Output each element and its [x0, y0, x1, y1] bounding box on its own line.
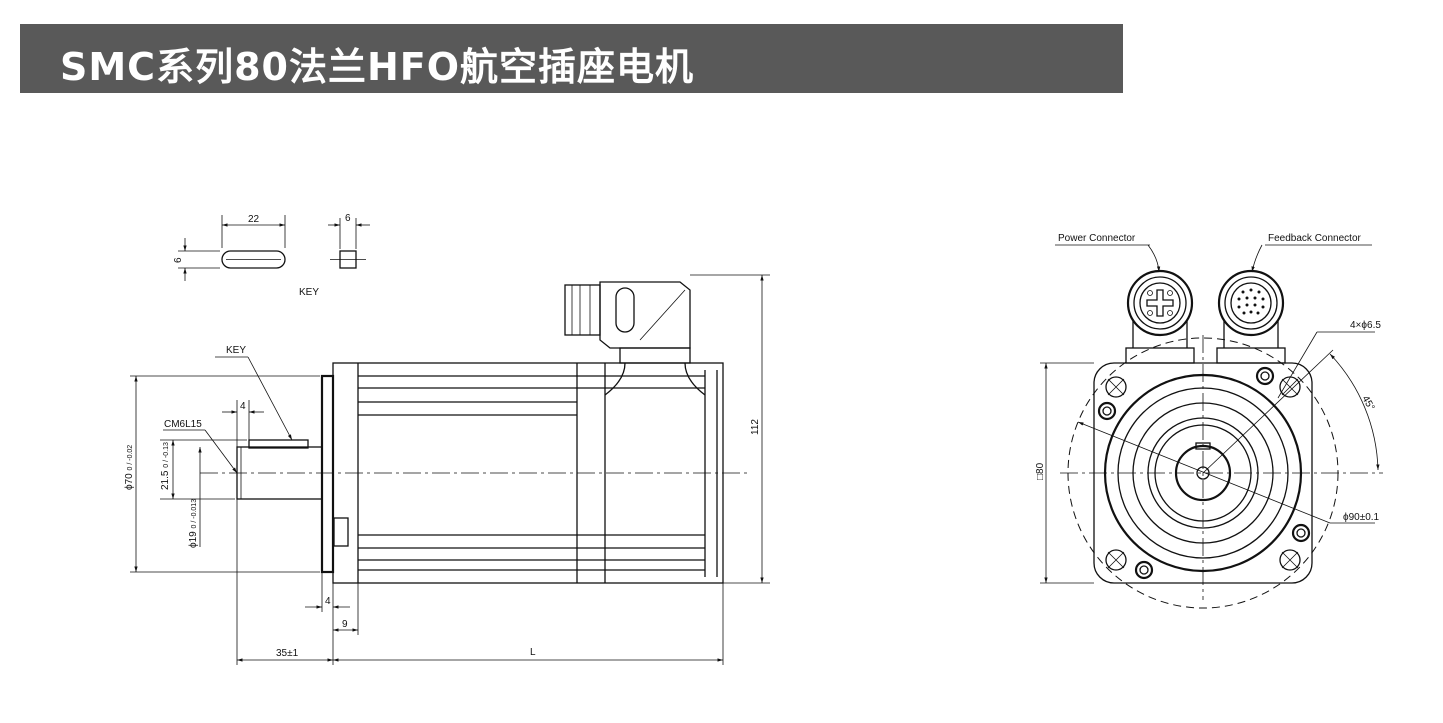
square-dim: □80	[1035, 462, 1046, 480]
side-view: ϕ70 0 / -0.02 21.5 0 / -0.13 ϕ19 0 / -0.…	[124, 274, 770, 665]
shaft-length-dim: 35±1	[276, 648, 299, 659]
key-height-dim: 6	[173, 257, 184, 263]
key-length-dim: 22	[248, 214, 260, 225]
flange-thickness-dim: 4	[325, 596, 331, 607]
title-bar: SMC系列80法兰HFO航空插座电机	[20, 24, 1123, 93]
mounting-hole	[1105, 376, 1301, 571]
key-leader-label: KEY	[226, 345, 246, 356]
key-depth-dim: 21.5 0 / -0.13	[160, 442, 171, 490]
angle-label: 45°	[1359, 394, 1376, 413]
feedback-connector-label: Feedback Connector	[1268, 233, 1362, 244]
holes-label: 4×ϕ6.5	[1350, 320, 1381, 331]
key-width-dim: 6	[345, 213, 351, 224]
key-detail: 22 6 6 KEY	[173, 213, 370, 298]
bolt-circle-label: ϕ90±0.1	[1343, 512, 1380, 523]
front-view: Power Connector Feedback Connector 4×ϕ6.…	[1035, 233, 1383, 609]
feedback-connector	[1216, 269, 1286, 364]
power-connector-label: Power Connector	[1058, 233, 1136, 244]
pilot-dia-dim: ϕ70 0 / -0.02	[124, 445, 135, 490]
key-offset-dim: 4	[240, 401, 246, 412]
center-hole-label: CM6L15	[164, 419, 202, 430]
power-connector	[1125, 269, 1195, 364]
shaft-dia-dim: ϕ19 0 / -0.013	[188, 499, 199, 548]
screw	[1097, 366, 1311, 580]
page-title: SMC系列80法兰HFO航空插座电机	[60, 45, 695, 89]
body-length-dim: L	[530, 647, 536, 658]
key-caption: KEY	[299, 287, 319, 298]
flange-width-dim: 9	[342, 619, 348, 630]
height-dim: 112	[750, 419, 761, 435]
